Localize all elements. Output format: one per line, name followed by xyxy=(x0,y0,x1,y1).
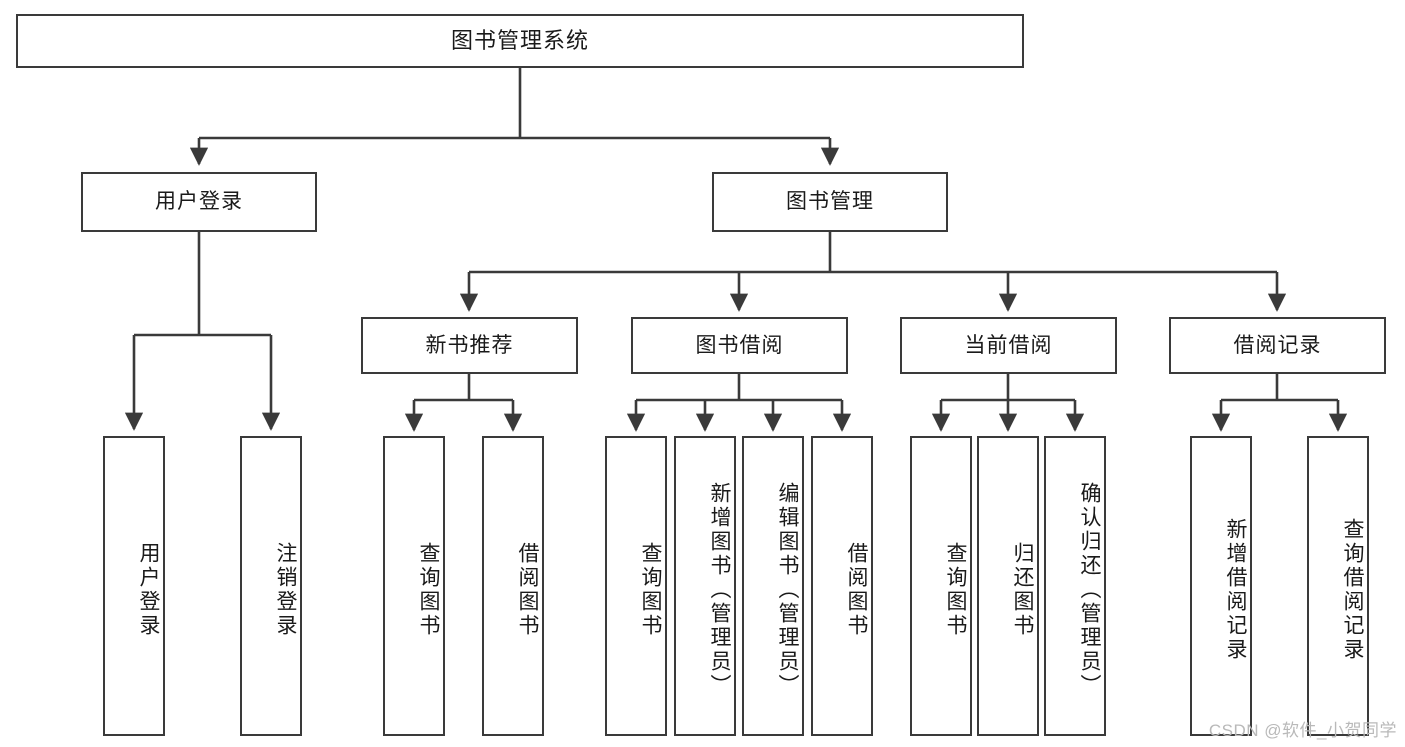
node-label: 查询图书 xyxy=(944,542,967,638)
node-leaf-add-book[interactable]: 新增图书（管理员） xyxy=(674,436,736,736)
node-leaf-return-book[interactable]: 归还图书 xyxy=(977,436,1039,736)
node-label: 图书借阅 xyxy=(695,333,784,357)
node-label: 借阅图书 xyxy=(845,542,868,638)
node-leaf-query-book-1[interactable]: 查询图书 xyxy=(383,436,445,736)
node-label: 图书管理系统 xyxy=(450,27,589,53)
node-label: 借阅记录 xyxy=(1233,333,1322,357)
node-label: 当前借阅 xyxy=(964,333,1053,357)
node-leaf-query-book-3[interactable]: 查询图书 xyxy=(910,436,972,736)
node-leaf-borrow-book-1[interactable]: 借阅图书 xyxy=(482,436,544,736)
node-borrow-record[interactable]: 借阅记录 xyxy=(1169,317,1386,374)
node-current-borrow[interactable]: 当前借阅 xyxy=(900,317,1117,374)
node-label: 借阅图书 xyxy=(516,542,539,638)
node-label: 归还图书 xyxy=(1011,542,1034,638)
node-label: 编辑图书（管理员） xyxy=(776,482,799,698)
node-leaf-add-record[interactable]: 新增借阅记录 xyxy=(1190,436,1252,736)
node-leaf-confirm-return[interactable]: 确认归还（管理员） xyxy=(1044,436,1106,736)
node-book-borrow[interactable]: 图书借阅 xyxy=(631,317,848,374)
watermark-text: CSDN @软件_小贺同学 xyxy=(1208,721,1397,740)
node-label: 确认归还（管理员） xyxy=(1078,482,1101,698)
node-label: 新增图书（管理员） xyxy=(708,482,731,698)
node-book-manage[interactable]: 图书管理 xyxy=(712,172,948,232)
node-new-book-recommend[interactable]: 新书推荐 xyxy=(361,317,578,374)
node-label: 新增借阅记录 xyxy=(1224,518,1247,662)
node-leaf-query-book-2[interactable]: 查询图书 xyxy=(605,436,667,736)
node-leaf-edit-book[interactable]: 编辑图书（管理员） xyxy=(742,436,804,736)
node-label: 新书推荐 xyxy=(425,333,514,357)
node-root-system[interactable]: 图书管理系统 xyxy=(16,14,1024,68)
node-leaf-user-login[interactable]: 用户登录 xyxy=(103,436,165,736)
node-user-login[interactable]: 用户登录 xyxy=(81,172,317,232)
node-label: 查询图书 xyxy=(639,542,662,638)
node-label: 用户登录 xyxy=(137,542,160,638)
node-label: 用户登录 xyxy=(155,190,243,214)
node-label: 查询借阅记录 xyxy=(1341,518,1364,662)
node-leaf-query-record[interactable]: 查询借阅记录 xyxy=(1307,436,1369,736)
node-leaf-logout[interactable]: 注销登录 xyxy=(240,436,302,736)
node-leaf-borrow-book-2[interactable]: 借阅图书 xyxy=(811,436,873,736)
node-label: 图书管理 xyxy=(786,190,874,214)
node-label: 查询图书 xyxy=(417,542,440,638)
node-label: 注销登录 xyxy=(274,542,297,638)
